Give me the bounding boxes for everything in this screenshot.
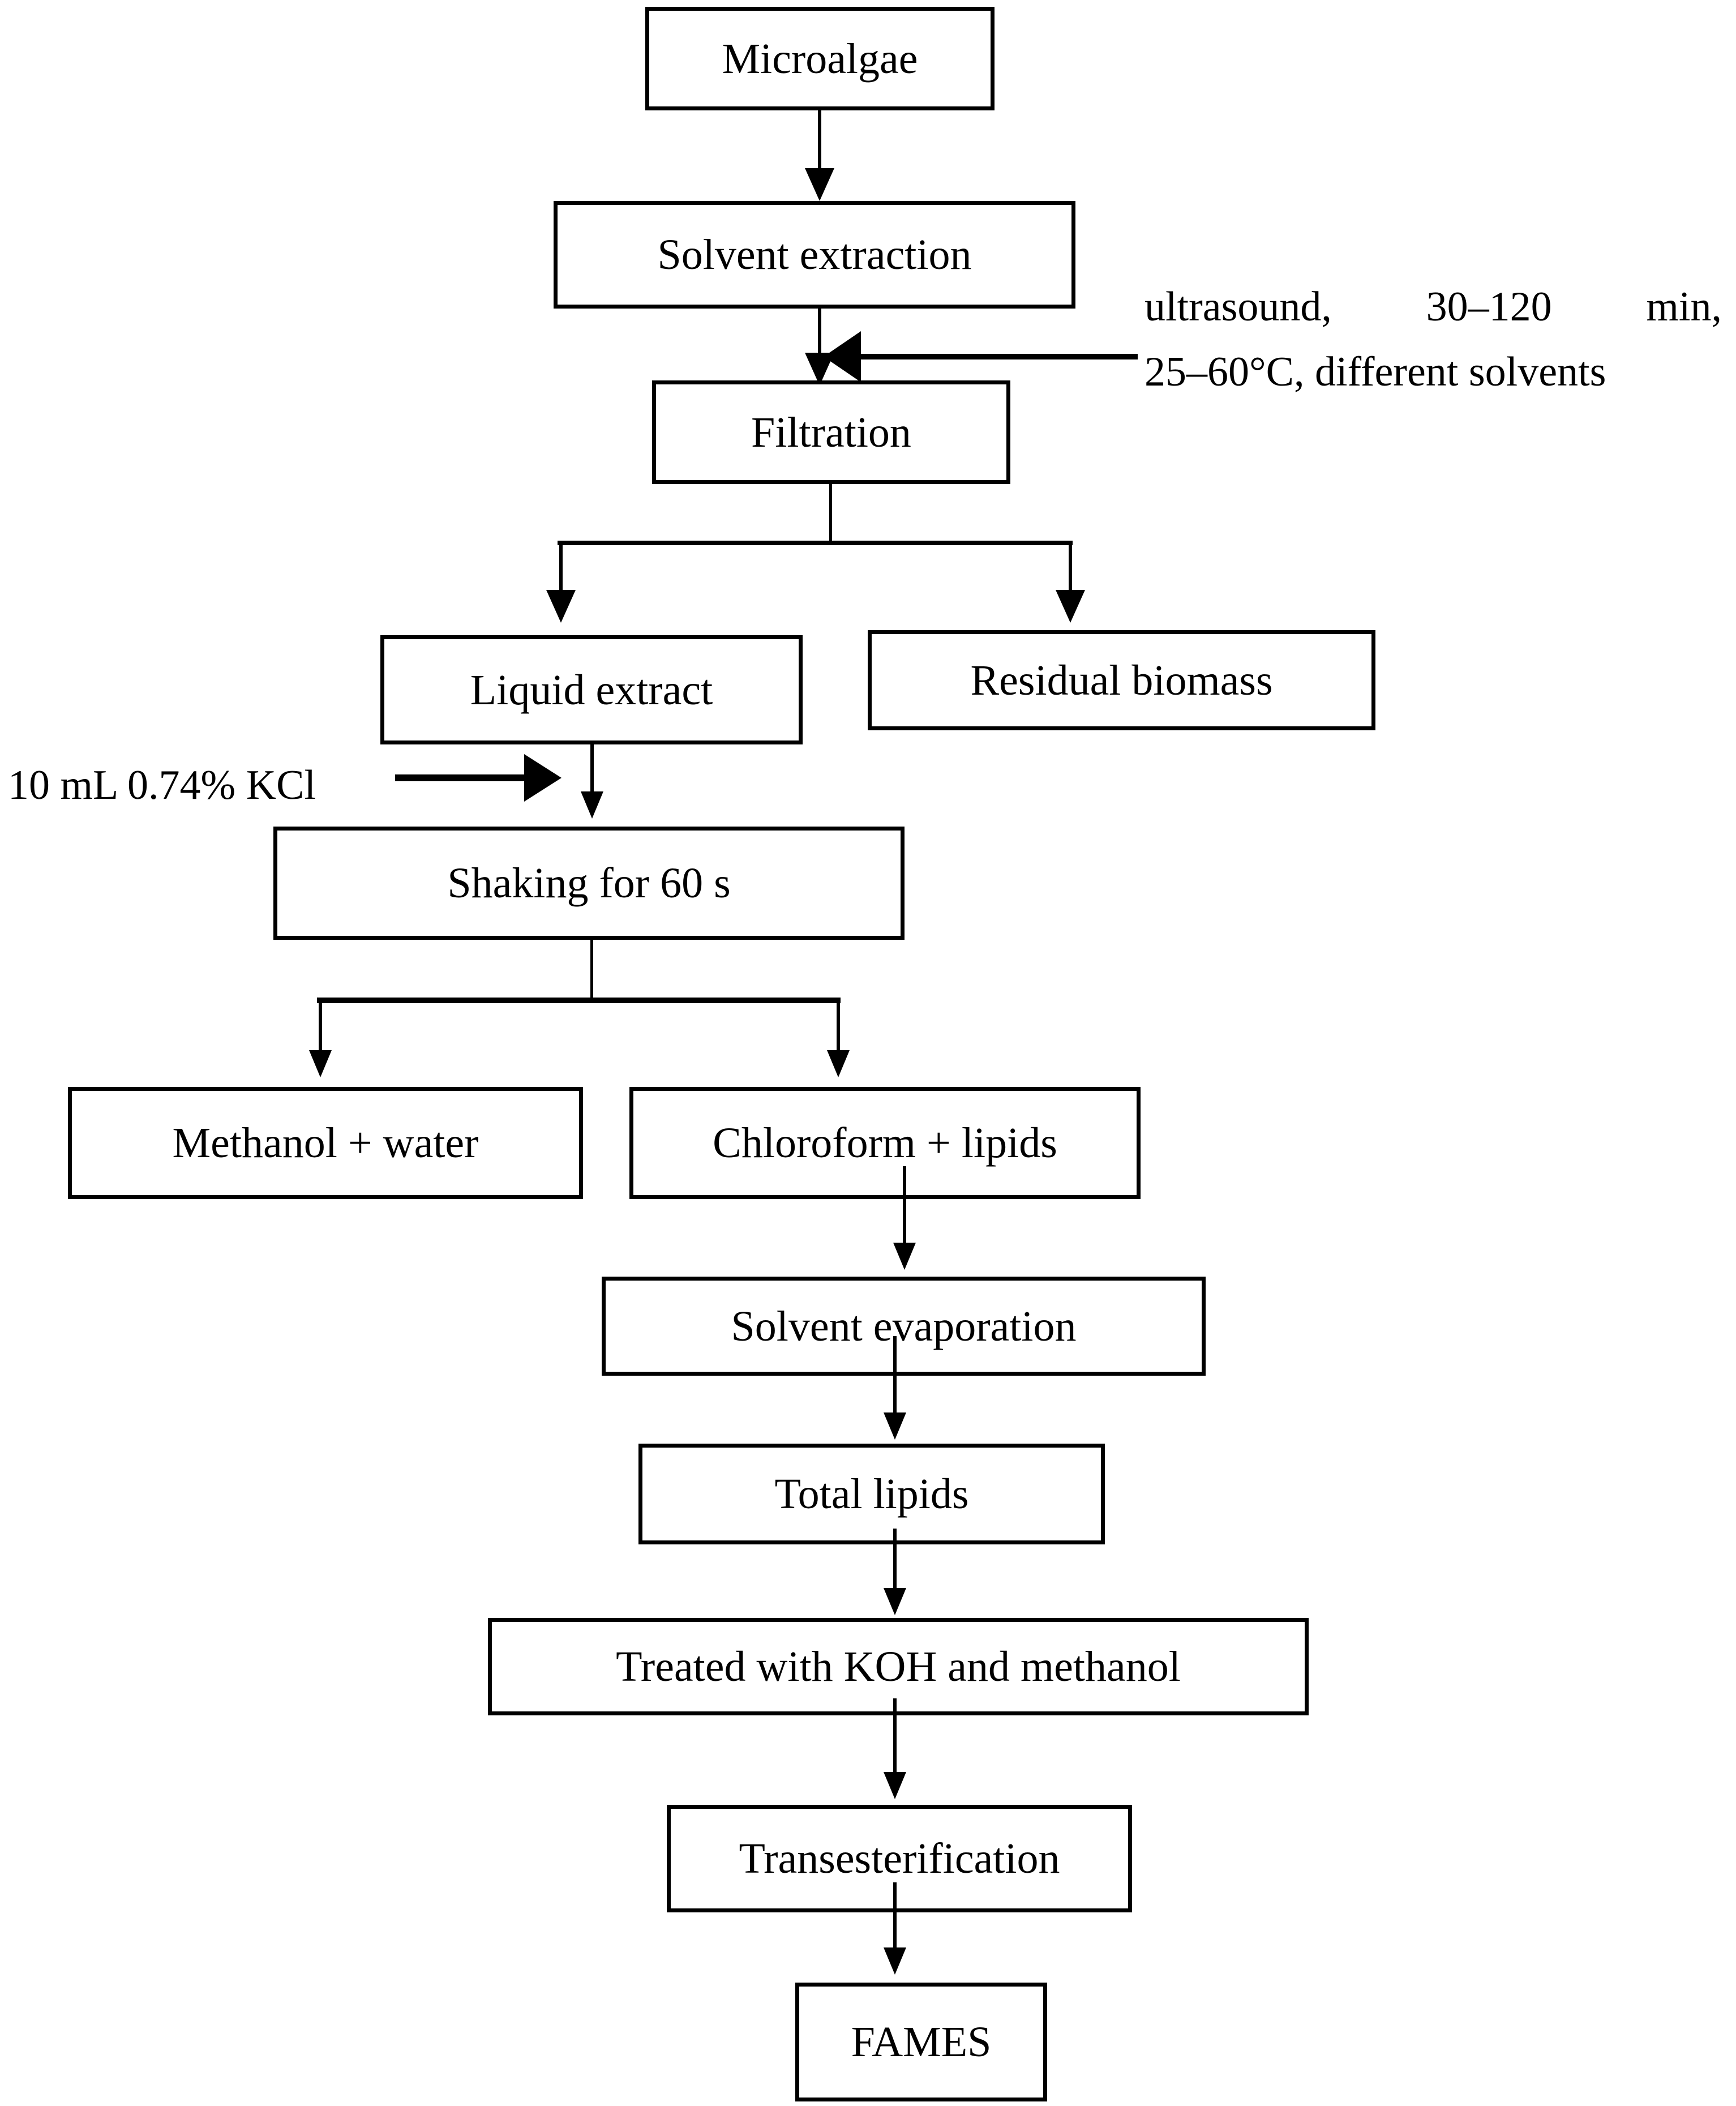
node-solvent-extraction-label: Solvent extraction [657,231,972,279]
node-shaking[interactable]: Shaking for 60 s [273,827,905,940]
arrowhead-ultrasound-annotation [824,331,861,382]
edge-kcl-annotation [395,774,535,781]
node-fames-label: FAMES [851,2018,992,2066]
edge-transesterification-to-fames [893,1882,897,1953]
node-liquid-extract[interactable]: Liquid extract [380,635,803,744]
arrowhead-chloroform-lipids-to-solvent-evaporation [893,1243,916,1270]
node-solvent-evaporation[interactable]: Solvent evaporation [602,1277,1206,1376]
edge-chloroform-lipids-to-solvent-evaporation [903,1166,906,1251]
arrowhead-shaking-to-methanol-water [309,1050,332,1077]
arrowhead-solvent-evaporation-to-total-lipids [884,1412,906,1440]
edge-total-lipids-to-treated-koh [893,1529,897,1595]
arrowhead-total-lipids-to-treated-koh [884,1588,906,1615]
node-microalgae-label: Microalgae [722,35,918,83]
edge-shaking-to-methanol-water [319,998,322,1064]
arrowhead-filtration-to-residual-biomass [1056,590,1085,623]
edge-microalgae-to-solvent-extraction [818,110,821,173]
edge-solvent-evaporation-to-total-lipids [893,1336,897,1420]
node-solvent-extraction[interactable]: Solvent extraction [554,201,1075,309]
node-filtration[interactable]: Filtration [652,380,1010,484]
edge-filtration-trunk [829,484,832,543]
annotation-ultrasound-line2: 25–60°C, different solvents [1145,349,1606,395]
arrowhead-kcl-annotation [524,754,561,802]
edge-shaking-split-bar [317,998,841,1003]
edge-shaking-to-chloroform-lipids [837,998,840,1064]
node-shaking-label: Shaking for 60 s [447,859,731,907]
node-residual-biomass[interactable]: Residual biomass [868,630,1375,730]
node-liquid-extract-label: Liquid extract [470,666,713,714]
edge-filtration-to-residual-biomass [1069,541,1072,609]
node-fames[interactable]: FAMES [795,1983,1047,2101]
arrowhead-shaking-to-chloroform-lipids [827,1050,850,1077]
node-total-lipids[interactable]: Total lipids [638,1444,1105,1544]
node-chloroform-lipids[interactable]: Chloroform + lipids [629,1087,1141,1199]
annotation-ultrasound-line1: ultrasound, 30–120 min, [1145,284,1722,330]
node-transesterification-label: Transesterification [739,1835,1060,1882]
arrowhead-microalgae-to-solvent-extraction [805,168,834,201]
node-filtration-label: Filtration [751,408,911,456]
node-treated-koh[interactable]: Treated with KOH and methanol [488,1618,1309,1715]
edge-filtration-to-liquid-extract [559,541,563,609]
node-methanol-water[interactable]: Methanol + water [68,1087,583,1199]
arrowhead-treated-koh-to-transesterification [884,1772,906,1799]
edge-filtration-split-bar [558,541,1073,545]
arrowhead-liquid-extract-to-shaking [581,791,603,819]
node-transesterification[interactable]: Transesterification [667,1805,1132,1912]
node-residual-biomass-label: Residual biomass [970,656,1273,704]
edge-liquid-extract-to-shaking [590,744,594,807]
edge-solvent-extraction-to-filtration [818,309,821,374]
edge-ultrasound-annotation [860,354,1138,359]
annotation-kcl: 10 mL 0.74% KCl [8,762,316,808]
arrowhead-filtration-to-liquid-extract [546,590,576,623]
edge-shaking-trunk [590,940,593,1001]
node-total-lipids-label: Total lipids [774,1470,969,1518]
node-microalgae[interactable]: Microalgae [645,7,995,110]
node-treated-koh-label: Treated with KOH and methanol [616,1643,1181,1690]
node-chloroform-lipids-label: Chloroform + lipids [713,1119,1057,1167]
arrowhead-transesterification-to-fames [884,1947,906,1975]
edge-treated-koh-to-transesterification [893,1698,897,1780]
node-solvent-evaporation-label: Solvent evaporation [731,1302,1077,1350]
node-methanol-water-label: Methanol + water [172,1119,479,1167]
